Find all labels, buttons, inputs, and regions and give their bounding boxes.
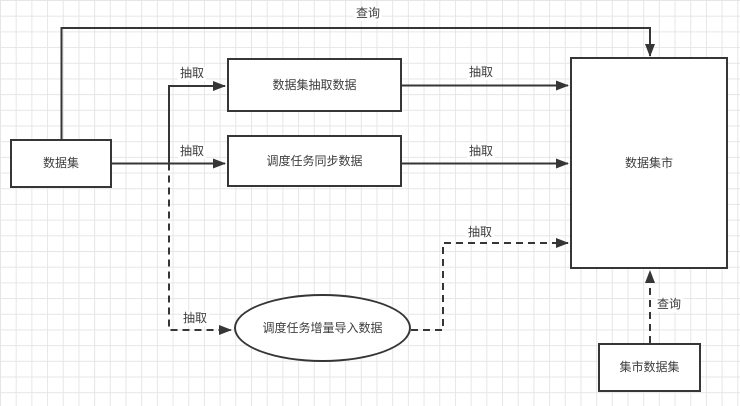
node-data-mart[interactable]: 数据集市 — [570, 57, 728, 269]
edge-label-extract-to-sync-data[interactable]: 抽取 — [177, 144, 207, 159]
node-dataset[interactable]: 数据集 — [10, 139, 112, 188]
node-incremental-import-label: 调度任务增量导入数据 — [262, 320, 383, 335]
edge-label-sync-data-to-mart[interactable]: 抽取 — [466, 144, 496, 159]
edge-label-query-mart-dataset[interactable]: 查询 — [654, 297, 684, 312]
node-sync-data[interactable]: 调度任务同步数据 — [227, 135, 402, 187]
edge-label-extract-data-to-mart[interactable]: 抽取 — [466, 65, 496, 80]
node-mart-dataset[interactable]: 集市数据集 — [598, 343, 701, 392]
edge-dataset-query-mart[interactable] — [60, 27, 655, 139]
node-incremental-import[interactable]: 调度任务增量导入数据 — [234, 294, 411, 362]
node-data-mart-label: 数据集市 — [624, 155, 673, 170]
node-mart-dataset-label: 集市数据集 — [619, 360, 680, 375]
edge-label-extract-to-incremental[interactable]: 抽取 — [180, 311, 210, 326]
edge-label-query-top[interactable]: 查询 — [353, 6, 383, 21]
edge-incremental-to-mart[interactable] — [411, 238, 569, 331]
edge-label-extract-to-extract-data[interactable]: 抽取 — [177, 66, 207, 81]
node-dataset-label: 数据集 — [42, 156, 79, 171]
edge-dataset-to-extract-data[interactable] — [168, 81, 226, 164]
node-sync-data-label: 调度任务同步数据 — [266, 153, 363, 168]
edge-label-incremental-to-mart[interactable]: 抽取 — [465, 225, 495, 240]
node-extract-data-label: 数据集抽取数据 — [272, 77, 357, 92]
edge-dataset-to-incremental[interactable] — [168, 163, 232, 335]
node-extract-data[interactable]: 数据集抽取数据 — [227, 58, 402, 112]
